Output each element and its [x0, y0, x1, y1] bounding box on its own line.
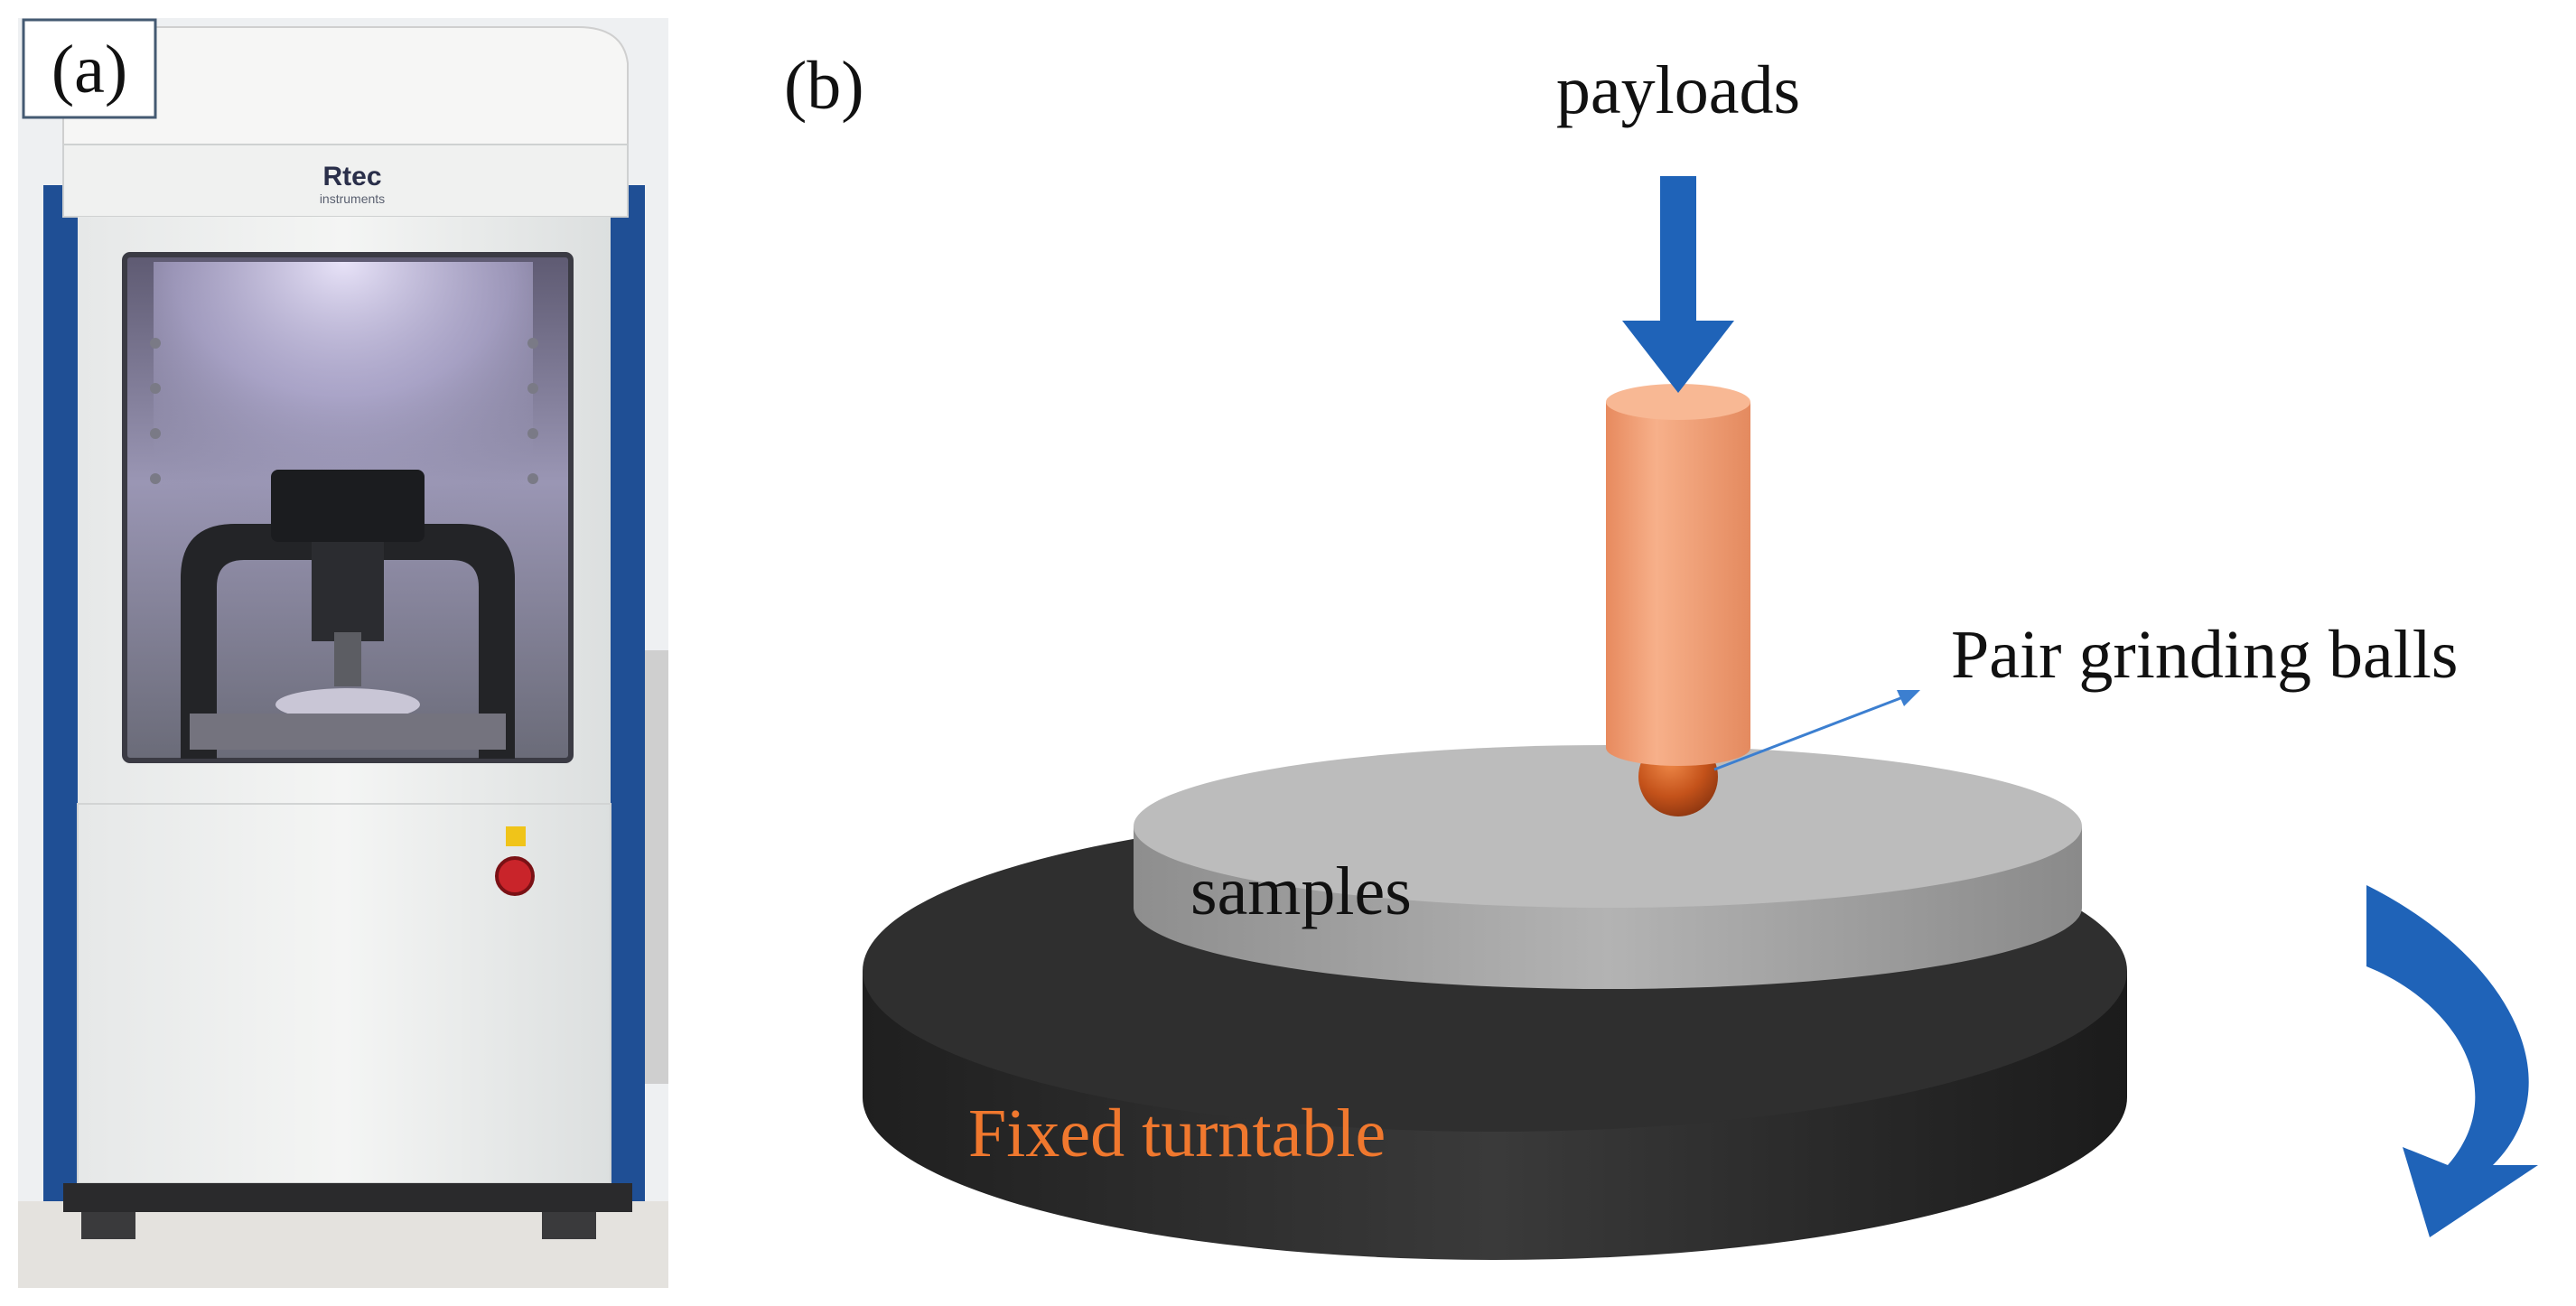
tester-stage: [190, 714, 506, 750]
panel-b-label: (b): [784, 48, 864, 124]
blue-frame-left: [43, 185, 78, 1201]
tester-head: [271, 470, 425, 542]
samples-label: samples: [1190, 854, 1412, 929]
tester-spindle: [334, 632, 361, 686]
payload-arrow-icon: [1622, 176, 1734, 393]
tester-disk: [275, 688, 420, 721]
pin-cylinder-top: [1606, 384, 1750, 420]
grinding-balls-label: Pair grinding balls: [1951, 617, 2459, 693]
balls-pointer-arrowhead-icon: [1897, 690, 1920, 706]
panel-a-photo: Rtec instruments: [18, 18, 668, 1288]
panel-a-label-box: [22, 18, 157, 119]
foot-left: [81, 1212, 135, 1239]
blue-frame-right: [611, 185, 645, 1201]
tester-column: [312, 542, 384, 641]
window-rivets: [150, 338, 538, 484]
emergency-stop-button: [495, 856, 535, 896]
pin-cylinder: [1606, 402, 1750, 766]
sample-disk: [1134, 745, 2082, 989]
brand-logo: Rtec: [322, 162, 381, 191]
panel-a-label: (a): [51, 32, 127, 107]
sample-top: [1134, 745, 2082, 908]
pin-assembly: [1606, 384, 1750, 816]
balls-pointer-line: [1713, 694, 1909, 771]
cabinet-lower: [77, 803, 611, 1184]
cabinet-top: [62, 144, 629, 218]
brand-logo-sub: instruments: [320, 191, 385, 206]
foot-right: [542, 1212, 596, 1239]
cabinet-base: [63, 1183, 632, 1212]
warning-sticker: [506, 826, 526, 846]
payloads-label: payloads: [1556, 52, 1800, 128]
rotation-arrow-icon: [2366, 885, 2538, 1237]
turntable-label: Fixed turntable: [968, 1096, 1386, 1171]
